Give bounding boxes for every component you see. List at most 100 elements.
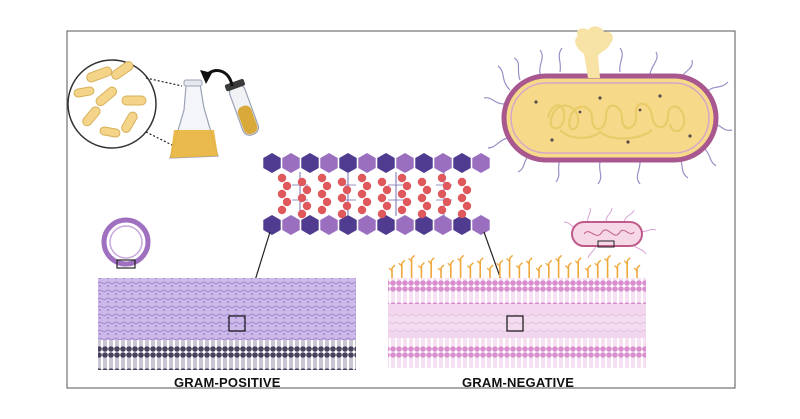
lps-branch [577,257,582,262]
lps-branch [545,262,550,267]
lps-branch [538,264,543,269]
lps-branch [626,257,631,262]
amino-acid-bead [457,209,467,219]
lps-branch [567,262,572,267]
lps-branch [408,257,413,262]
amino-acid-bead [362,181,372,191]
sugar-hexagon [320,153,338,173]
sugar-hexagon [339,215,357,235]
amino-acid-bead [402,181,412,191]
amino-acid-bead [377,209,387,219]
amino-acid-bead [437,205,447,215]
lps-branch [616,262,621,267]
lps-branch [633,267,638,272]
amino-acid-bead [337,193,347,203]
sugar-hexagon [472,153,490,173]
amino-acid-bead [302,201,312,211]
gram-positive-label: GRAM-POSITIVE [174,375,281,390]
amino-acid-bead [442,197,452,207]
lps-branch [613,265,618,270]
lps-branch [528,257,533,262]
gram-negative-label: GRAM-NEGATIVE [462,375,575,390]
sugar-hexagon [453,215,471,235]
amino-acid-bead [422,185,432,195]
sugar-hexagon [377,215,395,235]
amino-acid-bead [397,205,407,215]
lps-branch [515,265,520,270]
amino-acid-bead [342,201,352,211]
amino-acid-bead [397,173,407,183]
lps-branch [450,259,455,264]
amino-acid-bead [382,201,392,211]
lps-branch [427,260,432,265]
amino-acid-bead [422,201,432,211]
lps-branch [584,267,589,272]
lps-branch [564,265,569,270]
sugar-hexagon [358,153,376,173]
amino-acid-bead [362,197,372,207]
amino-acid-bead [277,205,287,215]
amino-acid-bead [437,189,447,199]
lps-branch [525,260,530,265]
amino-acid-bead [277,173,287,183]
amino-acid-bead [437,173,447,183]
lps-branch [499,259,504,264]
curved-arrow-icon [200,69,234,87]
sugar-hexagon [415,215,433,235]
lps-branch [535,267,540,272]
sugar-hexagon [263,153,281,173]
amino-acid-bead [342,185,352,195]
gram-positive-zoom-box [228,315,246,332]
sugar-hexagon [301,215,319,235]
lps-branch [457,257,462,262]
amino-acid-bead [277,189,287,199]
test-tube-icon [224,78,260,136]
amino-acid-bead [462,185,472,195]
lps-branch [496,262,501,267]
zoomed-cell-wall-structure [263,153,490,235]
lps-branch [440,264,445,269]
flask-icon [169,79,219,159]
sugar-hexagon [396,215,414,235]
sugar-hexagon [282,215,300,235]
lps-branch [476,260,481,265]
figure-frame [66,30,736,389]
lps-branch [391,264,396,269]
lps-branch [398,262,403,267]
lipopolysaccharides [388,254,641,278]
lps-branch [466,265,471,270]
lps-branch [417,265,422,270]
sugar-hexagon [472,215,490,235]
sugar-hexagon [377,153,395,173]
lps-branch [555,257,560,262]
amino-acid-bead [417,193,427,203]
amino-acid-bead [457,177,467,187]
sugar-hexagon [453,153,471,173]
lps-branch [558,254,563,259]
amino-acid-bead [322,197,332,207]
lps-branch [447,262,452,267]
lps-branch [430,257,435,262]
lps-branch [437,267,442,272]
sugar-hexagon [358,215,376,235]
sugar-hexagon [434,215,452,235]
bacterium-cell-icon [483,26,733,185]
lps-branch [594,262,599,267]
sugar-hexagon [282,153,300,173]
lps-branch [506,257,511,262]
sugar-hexagon [320,215,338,235]
amino-acid-bead [442,181,452,191]
lps-branch [401,259,406,264]
amino-acid-bead [417,209,427,219]
amino-acid-bead [317,205,327,215]
lps-branch [636,264,641,269]
sugar-hexagon [415,153,433,173]
lps-branch [388,267,393,272]
amino-acid-bead [382,185,392,195]
amino-acid-bead [457,193,467,203]
gram-negative-cell-wall [388,254,646,368]
amino-acid-bead [357,189,367,199]
amino-acid-bead [297,209,307,219]
amino-acid-bead [302,185,312,195]
amino-acid-bead [337,209,347,219]
